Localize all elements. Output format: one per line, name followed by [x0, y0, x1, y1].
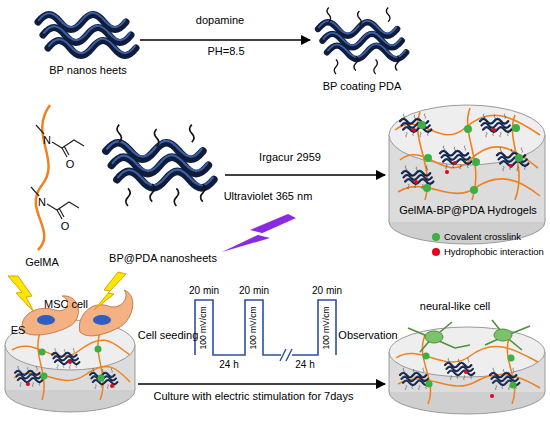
disc-edge	[5, 345, 6, 390]
cell-nucleus	[37, 315, 55, 325]
annotation-label: 20 min	[189, 285, 219, 296]
es-lightning	[94, 272, 126, 310]
voltage-label: 100 mV/cm	[199, 307, 208, 350]
bp-pda-nanosheets	[15, 366, 42, 387]
node-label: BP coating PDA	[323, 80, 402, 92]
neurite	[408, 320, 530, 352]
bp-pda-nanosheets	[318, 7, 406, 74]
disc-edge	[545, 135, 546, 222]
gelma-backbone	[36, 105, 50, 250]
crosslink-dots	[418, 121, 523, 194]
annotation-label: PH=8.5	[208, 45, 245, 57]
disc-edge	[135, 345, 136, 390]
bp-pda-nanosheets	[90, 368, 117, 389]
node-label: neural-like cell	[420, 300, 490, 312]
annotation-label: Ultraviolet 365 nm	[224, 190, 313, 202]
illustration-node: GelMA	[15, 100, 95, 275]
disc-edge	[545, 352, 546, 392]
gelma-network	[395, 108, 540, 200]
pulse-waveform	[292, 300, 336, 355]
hydrophobic-dots	[412, 128, 513, 184]
break-mark	[280, 349, 292, 361]
annotation-label: 20 min	[312, 285, 342, 296]
neural-disc	[389, 320, 545, 414]
uv-lightning	[222, 214, 296, 252]
node-label: BP nanos heets	[49, 64, 126, 76]
voltage-label: 100 mV/cm	[322, 307, 331, 350]
legend-row: Covalent crosslink	[432, 231, 521, 242]
annotation-label: 20 min	[239, 285, 269, 296]
neural-cell	[425, 331, 443, 343]
crosslink-dots	[423, 353, 517, 389]
hydrophobic-dots	[26, 360, 114, 388]
disc-top	[389, 105, 545, 165]
bp-pda-nanosheets	[106, 125, 214, 206]
node-label: GelMA-BP@PDA Hydrogels	[399, 204, 537, 216]
bp-pda-nanosheets	[480, 114, 511, 138]
disc-edge	[389, 135, 390, 222]
illustration-node: MSC cell	[2, 272, 138, 416]
annotation-label: 24 h	[295, 359, 314, 370]
legend-text: Hydrophobic interaction	[444, 246, 544, 257]
illustration-node: BP nanos heets	[35, 4, 140, 82]
gelma-network	[12, 333, 130, 400]
bp-pda-nanosheets	[445, 358, 474, 380]
annotation-label: ES	[11, 324, 26, 336]
node-label: GelMA	[25, 256, 59, 268]
legend-text: Covalent crosslink	[444, 231, 521, 242]
arrow-label: dopamine	[196, 14, 244, 26]
illustration-node: BP coating PDA	[310, 2, 422, 97]
arrow-label: Irgacur 2959	[259, 151, 321, 163]
pulse-waveform	[195, 300, 281, 355]
bp-pda-nanosheets	[400, 368, 429, 390]
legend-swatch	[432, 233, 440, 241]
hydrogel-disc	[389, 105, 545, 244]
bp-pda-nanosheets	[497, 148, 528, 172]
illustration-node: BP@PDA nanosheets	[100, 115, 225, 270]
illustration-node: neural-like cell	[385, 296, 548, 416]
arrow-label: Culture with electric stimulation for 7d…	[154, 390, 354, 402]
annotation-label: Observation	[338, 329, 397, 341]
bp-pda-nanosheets	[400, 114, 431, 138]
annotation-label: 24 h	[219, 359, 238, 370]
cell-nucleus	[93, 315, 111, 325]
annotation-label: Cell seeding	[138, 329, 199, 341]
hydrophobic-dots	[464, 370, 494, 398]
node-label: BP@PDA nanosheets	[109, 252, 217, 264]
disc-edge	[389, 352, 390, 392]
neural-cell	[494, 329, 512, 341]
bp-pda-nanosheets	[490, 368, 519, 390]
process-arrow	[138, 383, 385, 385]
legend-row: Hydrophobic interaction	[432, 246, 544, 257]
atom-label: N	[38, 196, 46, 208]
atom-label: O	[61, 220, 70, 232]
crosslink-dots	[39, 346, 105, 382]
chemical-bonds	[31, 125, 84, 219]
legend-swatch	[432, 248, 440, 256]
bp-pda-nanosheets	[52, 348, 79, 369]
voltage-label: 100 mV/cm	[249, 307, 258, 350]
bp-pda-nanosheets	[440, 146, 471, 170]
node-label: MSC cell	[44, 298, 88, 310]
atom-label: O	[66, 158, 75, 170]
atom-label: N	[43, 134, 51, 146]
gelma-chain	[31, 105, 84, 250]
process-arrow	[225, 174, 385, 176]
msc-disc	[5, 290, 135, 412]
bp-nanosheets	[38, 13, 136, 56]
process-arrow	[140, 39, 310, 41]
es-lightning	[8, 276, 34, 312]
